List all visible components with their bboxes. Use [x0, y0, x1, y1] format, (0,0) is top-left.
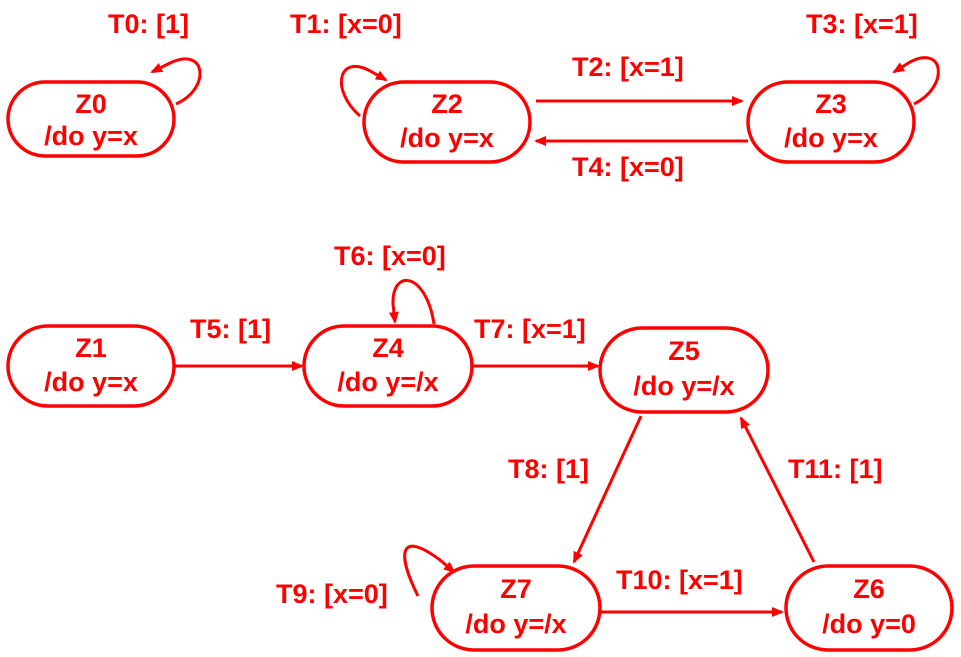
- state-z4-name: Z4: [372, 333, 404, 363]
- state-z4-action: /do y=/x: [337, 367, 438, 397]
- state-z7-name: Z7: [500, 574, 532, 604]
- state-z3-shape: [746, 80, 916, 164]
- transition-t11-arrow: [739, 416, 816, 563]
- transition-label-t7: T7: [x=1]: [474, 314, 586, 344]
- state-z1[interactable]: Z1 /do y=x: [6, 324, 176, 408]
- state-z5-shape: [598, 326, 770, 414]
- state-z5-action: /do y=/x: [633, 371, 734, 401]
- transition-t8-arrow: [572, 415, 643, 564]
- transition-label-t9: T9: [x=0]: [276, 579, 388, 609]
- transition-label-t11: T11: [1]: [788, 454, 883, 484]
- state-z2-shape: [362, 80, 532, 164]
- state-z6-action: /do y=0: [822, 609, 916, 639]
- state-z1-shape: [6, 324, 176, 408]
- state-z6[interactable]: Z6 /do y=0: [784, 564, 954, 652]
- transition-label-t2: T2: [x=1]: [572, 52, 684, 82]
- transition-t3-arrow: [892, 56, 940, 106]
- state-z6-name: Z6: [853, 574, 885, 604]
- state-z7-action: /do y=/x: [465, 609, 566, 639]
- state-z3[interactable]: Z3 /do y=x: [746, 80, 916, 164]
- state-z7-shape: [430, 564, 602, 652]
- transition-t1-arrow: [340, 64, 388, 118]
- transitions: [150, 56, 940, 617]
- state-z3-action: /do y=x: [784, 123, 878, 153]
- state-z1-action: /do y=x: [44, 367, 138, 397]
- transition-label-t3: T3: [x=1]: [806, 9, 918, 39]
- state-z1-name: Z1: [75, 333, 107, 363]
- state-z0-shape: [6, 80, 176, 158]
- transition-label-t6: T6: [x=0]: [334, 241, 446, 271]
- state-z3-name: Z3: [815, 89, 847, 119]
- transition-label-t10: T10: [x=1]: [616, 565, 743, 595]
- state-z0[interactable]: Z0 /do y=x: [6, 80, 176, 158]
- transition-t9-arrow: [403, 544, 456, 597]
- state-z2[interactable]: Z2 /do y=x: [362, 80, 532, 164]
- state-z5-name: Z5: [668, 336, 700, 366]
- transition-labels: T0: [1] T1: [x=0] T2: [x=1] T3: [x=1] T4…: [108, 9, 918, 609]
- state-z6-shape: [784, 564, 954, 652]
- state-z4[interactable]: Z4 /do y=/x: [302, 324, 474, 408]
- state-z7[interactable]: Z7 /do y=/x: [430, 564, 602, 652]
- state-z2-name: Z2: [431, 89, 463, 119]
- transition-label-t0: T0: [1]: [108, 9, 189, 39]
- state-z5[interactable]: Z5 /do y=/x: [598, 326, 770, 414]
- transition-t0-arrow: [150, 57, 202, 106]
- transition-label-t5: T5: [1]: [190, 314, 271, 344]
- state-z0-action: /do y=x: [44, 121, 138, 151]
- state-z0-name: Z0: [75, 89, 107, 119]
- transition-label-t1: T1: [x=0]: [290, 9, 402, 39]
- state-z2-action: /do y=x: [400, 123, 494, 153]
- transition-label-t4: T4: [x=0]: [572, 152, 684, 182]
- transition-t6-arrow: [388, 278, 436, 325]
- state-z4-shape: [302, 324, 474, 408]
- transition-label-t8: T8: [1]: [508, 454, 589, 484]
